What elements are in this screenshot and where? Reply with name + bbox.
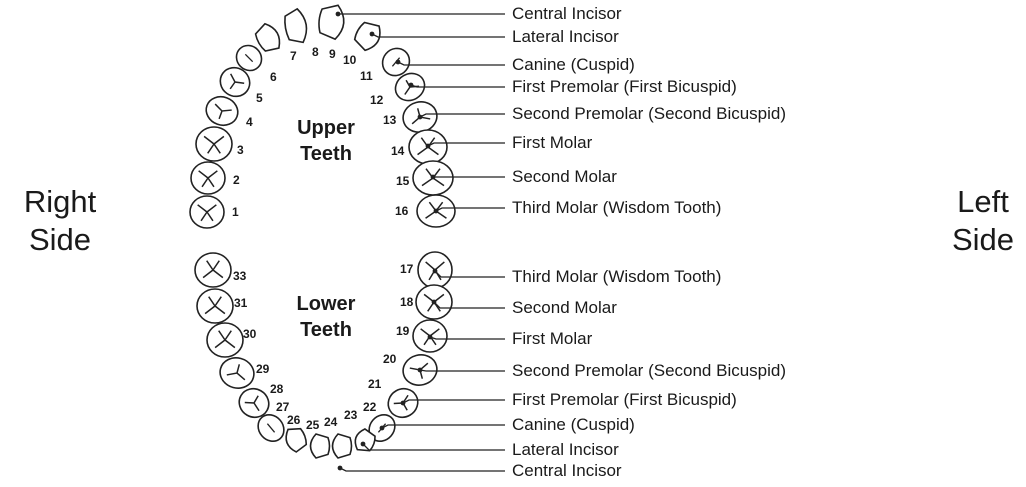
lower-tooth-number: 30 — [243, 327, 256, 341]
lower-tooth-label: Third Molar (Wisdom Tooth) — [512, 267, 721, 287]
lower-leader-line-5-dot — [401, 401, 406, 406]
upper-tooth-4 — [202, 92, 242, 129]
upper-tooth-number: 3 — [237, 143, 244, 157]
upper-tooth-label: Second Premolar (Second Bicuspid) — [512, 104, 786, 124]
lower-tooth-31 — [197, 289, 233, 323]
lower-tooth-label: Second Premolar (Second Bicuspid) — [512, 361, 786, 381]
upper-tooth-2 — [191, 162, 225, 194]
upper-tooth-label: First Molar — [512, 133, 592, 153]
upper-tooth-number: 15 — [396, 174, 409, 188]
upper-tooth-number: 11 — [360, 69, 373, 83]
upper-leader-line-3-dot — [396, 60, 401, 65]
upper-tooth-10 — [351, 18, 385, 54]
lower-leader-line-2-dot — [432, 300, 437, 305]
upper-tooth-number: 7 — [290, 49, 297, 63]
lower-leader-line-6-dot — [380, 426, 385, 431]
upper-tooth-number: 13 — [383, 113, 396, 127]
upper-leader-line-8-dot — [434, 209, 439, 214]
upper-tooth-label: Central Incisor — [512, 4, 622, 24]
upper-tooth-number: 5 — [256, 91, 263, 105]
lower-tooth-number: 24 — [324, 415, 337, 429]
lower-tooth-number: 23 — [344, 408, 357, 422]
upper-leader-line-3 — [398, 62, 505, 65]
lower-tooth-number: 19 — [396, 324, 409, 338]
lower-tooth-label: Central Incisor — [512, 461, 622, 481]
lower-tooth-label: Canine (Cuspid) — [512, 415, 635, 435]
upper-tooth-label: First Premolar (First Bicuspid) — [512, 77, 737, 97]
lower-tooth-number: 21 — [368, 377, 381, 391]
upper-tooth-number: 6 — [270, 70, 277, 84]
upper-tooth-label: Third Molar (Wisdom Tooth) — [512, 198, 721, 218]
upper-tooth-label: Second Molar — [512, 167, 617, 187]
lower-tooth-24 — [333, 434, 352, 458]
upper-tooth-8 — [283, 8, 309, 45]
lower-tooth-25 — [311, 434, 330, 458]
lower-tooth-label: Lateral Incisor — [512, 440, 619, 460]
lower-tooth-number: 25 — [306, 418, 319, 432]
upper-tooth-number: 14 — [391, 144, 404, 158]
upper-leader-line-2-dot — [370, 32, 375, 37]
lower-tooth-label: First Molar — [512, 329, 592, 349]
lower-tooth-label: First Premolar (First Bicuspid) — [512, 390, 737, 410]
lower-tooth-number: 22 — [363, 400, 376, 414]
upper-leader-line-7-dot — [431, 175, 436, 180]
upper-tooth-number: 1 — [232, 205, 239, 219]
lower-tooth-number: 17 — [400, 262, 413, 276]
upper-tooth-number: 16 — [395, 204, 408, 218]
upper-tooth-label: Canine (Cuspid) — [512, 55, 635, 75]
upper-leader-line-6-dot — [426, 144, 431, 149]
upper-tooth-3 — [196, 127, 232, 161]
upper-tooth-9 — [318, 4, 346, 40]
upper-tooth-number: 12 — [370, 93, 383, 107]
lower-leader-line-3-dot — [428, 335, 433, 340]
upper-tooth-1 — [190, 196, 224, 228]
lower-leader-line-7-dot — [361, 442, 366, 447]
lower-tooth-number: 28 — [270, 382, 283, 396]
upper-tooth-label: Lateral Incisor — [512, 27, 619, 47]
upper-leader-line-1-dot — [336, 12, 341, 17]
lower-tooth-number: 18 — [400, 295, 413, 309]
lower-tooth-number: 31 — [234, 296, 247, 310]
lower-tooth-number: 20 — [383, 352, 396, 366]
lower-leader-line-4-dot — [418, 368, 423, 373]
lower-tooth-number: 26 — [287, 413, 300, 427]
lower-leader-line-1-dot — [433, 269, 438, 274]
lower-leader-line-8-dot — [338, 466, 343, 471]
lower-tooth-32 — [195, 253, 231, 287]
lower-tooth-26 — [283, 425, 309, 454]
upper-tooth-number: 10 — [343, 53, 356, 67]
lower-tooth-30 — [207, 323, 243, 357]
lower-tooth-number: 27 — [276, 400, 289, 414]
lower-leader-line-8 — [340, 468, 505, 471]
lower-tooth-label: Second Molar — [512, 298, 617, 318]
lower-leader-line-6 — [382, 425, 505, 428]
lower-tooth-29 — [217, 354, 258, 392]
upper-tooth-number: 4 — [246, 115, 253, 129]
lower-tooth-number: 33 — [233, 269, 246, 283]
upper-leader-line-5-dot — [418, 115, 423, 120]
upper-leader-line-4-dot — [409, 83, 414, 88]
upper-tooth-number: 8 — [312, 45, 319, 59]
upper-tooth-number: 9 — [329, 47, 336, 61]
upper-leader-line-2 — [372, 34, 505, 37]
lower-leader-line-7 — [363, 444, 505, 450]
upper-tooth-number: 2 — [233, 173, 240, 187]
lower-tooth-number: 29 — [256, 362, 269, 376]
